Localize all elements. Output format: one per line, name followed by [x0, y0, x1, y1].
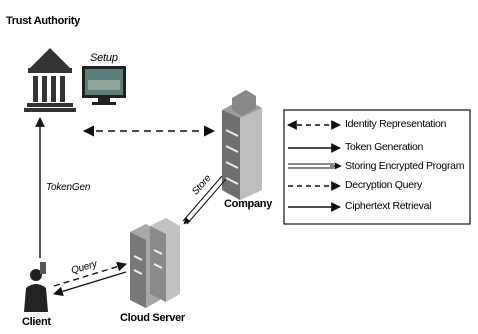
company-label: Company — [224, 198, 272, 210]
tokengen-label: TokenGen — [46, 182, 90, 193]
legend-label-decryption: Decryption Query — [345, 179, 422, 191]
legend-label-ciphertext: Ciphertext Retrieval — [345, 200, 431, 212]
cloud-server-label: Cloud Server — [120, 312, 185, 324]
client-label: Client — [22, 316, 51, 328]
setup-label: Setup — [90, 52, 118, 64]
trust-authority-building-icon — [24, 48, 76, 112]
legend-label-storing: Storing Encrypted Program — [345, 160, 464, 172]
trust-authority-label: Trust Authority — [6, 15, 80, 27]
legend-label-token: Token Generation — [345, 141, 423, 153]
cloud-server-icon — [130, 218, 180, 308]
company-building-icon — [222, 90, 262, 200]
client-person-icon — [24, 262, 48, 312]
setup-monitor-icon — [82, 66, 126, 105]
legend-label-identity: Identity Representation — [345, 118, 446, 130]
